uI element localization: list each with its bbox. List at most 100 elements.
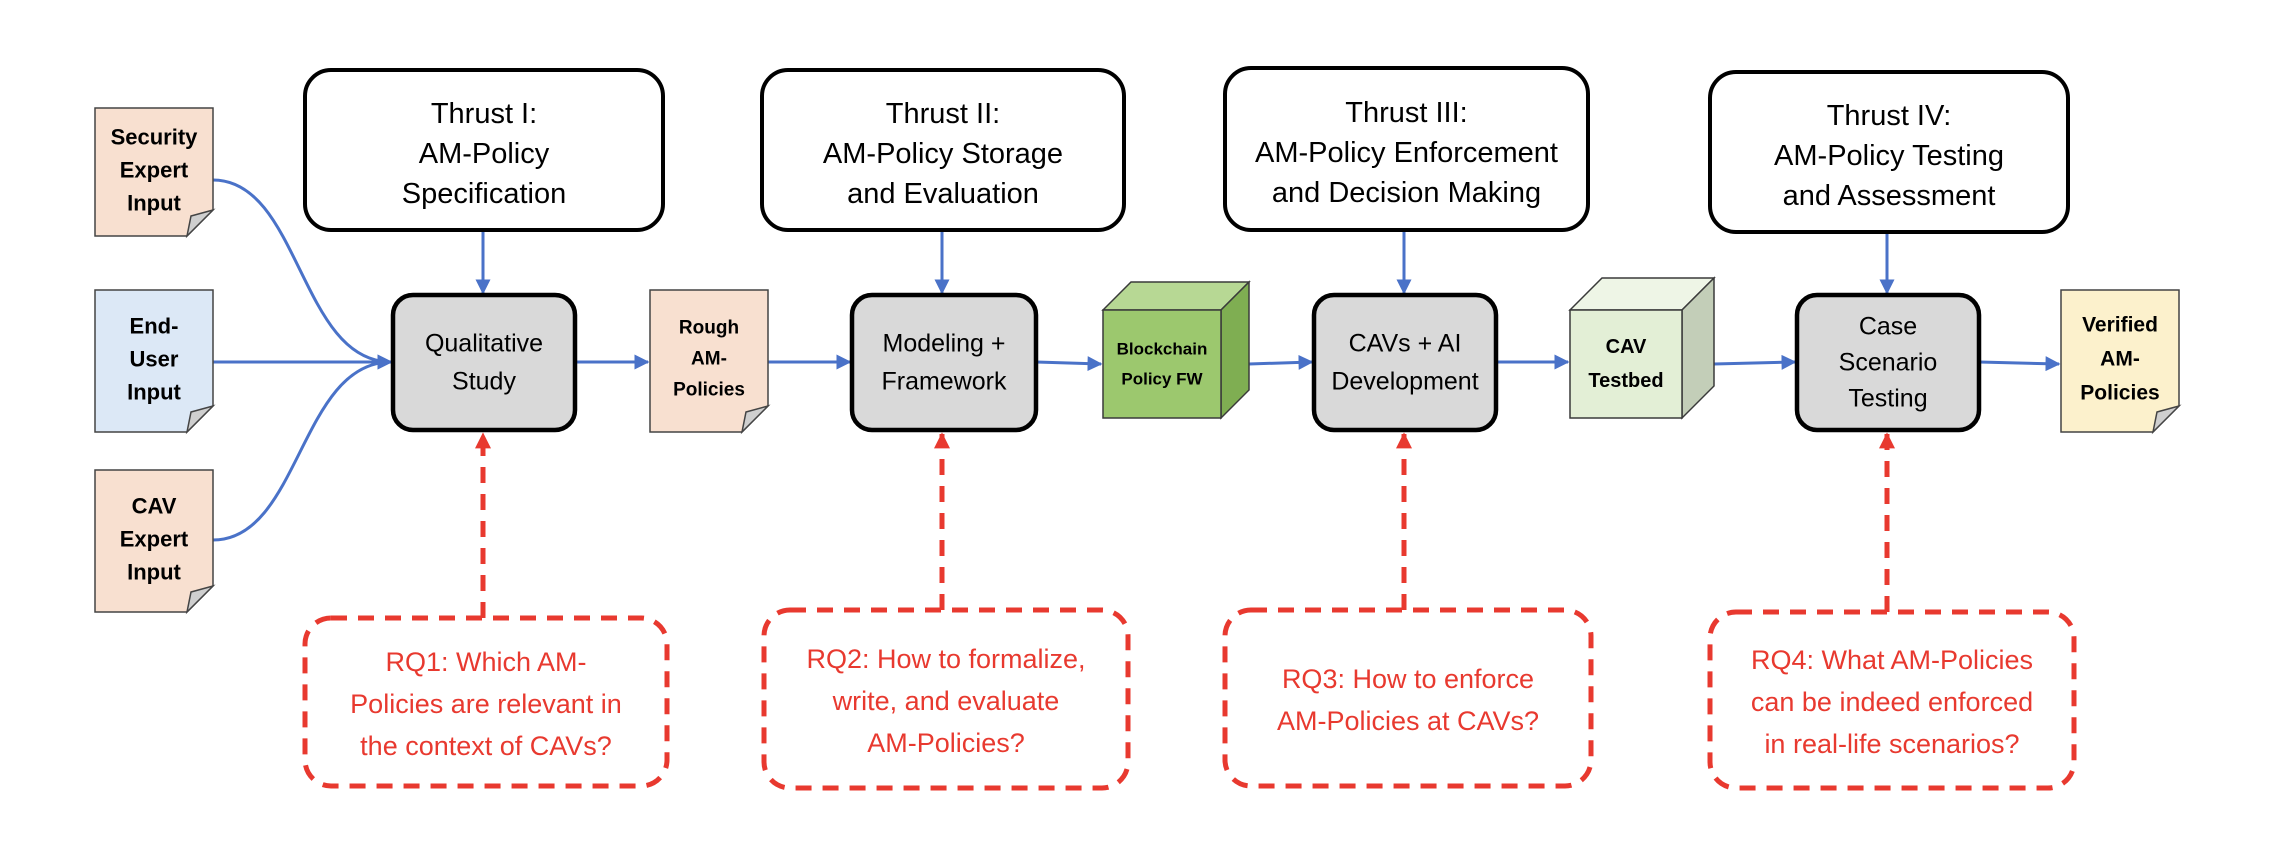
thrust-box-label-line: Thrust II: (886, 98, 1000, 130)
connector-layer (212, 178, 2061, 618)
thrust-box-frame (1223, 66, 1590, 232)
artifact-label-line: CAV (1606, 336, 1647, 358)
thrust-box-label-line: AM-Policy Storage (823, 138, 1063, 170)
artifact-label-line: Testbed (1588, 370, 1663, 392)
process-box-label-line: Qualitative (425, 330, 543, 358)
artifact-label-line: AM- (691, 349, 727, 370)
thrust-box-frame (760, 68, 1126, 232)
artifact-3: CAV Testbed (1568, 276, 1716, 420)
input-to-study-arrow (212, 178, 393, 370)
process-box-frame (390, 292, 578, 433)
input-document-label-line: Input (127, 380, 181, 405)
research-question-frame (761, 607, 1131, 791)
process-box-label-line: Case (1859, 313, 1917, 341)
research-question-label: RQ2: How to formalize,write, and evaluat… (806, 644, 1085, 758)
process-box-label-line: CAVs + AI (1349, 330, 1462, 358)
research-question-label-line: in real-life scenarios? (1764, 729, 2019, 759)
process-box-label-line: Testing (1848, 385, 1927, 413)
process-box-label-line: Modeling + (883, 330, 1006, 358)
research-question-frame (1222, 607, 1594, 789)
thrust-box-label-line: and Decision Making (1272, 177, 1541, 209)
artifact-cube-shape-front (1102, 309, 1222, 419)
artifact-label-line: Verified (2082, 314, 2158, 337)
artifact-label-line: Policy FW (1121, 370, 1203, 389)
research-question-1: RQ1: Which AM-Policies are relevant inth… (302, 615, 670, 789)
research-question-label-line: the context of CAVs? (360, 731, 612, 761)
research-question-label-line: write, and evaluate (832, 686, 1060, 716)
research-question-frame (1707, 609, 2077, 791)
thrust-box-label-line: and Evaluation (847, 178, 1039, 210)
input-document-label-line: Input (127, 560, 181, 585)
thrust-box-frame (1708, 70, 2070, 234)
process-box-frame (1311, 292, 1499, 433)
thrust-box-label-line: AM-Policy (419, 138, 550, 170)
research-question-label: RQ1: Which AM-Policies are relevant inth… (350, 647, 622, 761)
process-box-frame (849, 292, 1039, 433)
pipeline-arrow (1248, 354, 1314, 370)
input-document-label-line: Expert (120, 158, 189, 183)
input-document-shape (94, 107, 216, 239)
research-question-label-line: AM-Policies at CAVs? (1277, 706, 1539, 736)
input-document-shape (94, 469, 216, 615)
shape-layer: SecurityExpertInputEnd-UserInputCAVExper… (94, 66, 2182, 791)
input-document-label-line: Input (127, 191, 181, 216)
process-box-2: Modeling + Framework (849, 292, 1039, 433)
research-question-2: RQ2: How to formalize,write, and evaluat… (761, 607, 1131, 791)
artifact-document-shape (2060, 289, 2182, 435)
pipeline-arrow (1713, 354, 1797, 370)
process-box-label-line: Scenario (1839, 349, 1938, 377)
artifact-document-shape-fold (2151, 404, 2182, 435)
thrust-box-label-line: Specification (402, 178, 566, 210)
input-document-shape-fold (185, 208, 216, 239)
process-box-label-line: Framework (881, 368, 1007, 396)
input-document-label-line: Security (111, 125, 199, 150)
process-box-frame (1794, 292, 1982, 433)
thrust-box-label-line: AM-Policy Enforcement (1255, 137, 1558, 169)
research-question-label-line: RQ1: Which AM- (385, 647, 586, 677)
research-question-frame (302, 615, 670, 789)
artifact-label-line: Blockchain (1117, 340, 1208, 359)
thrust-box-label: Thrust II: AM-Policy Storage and Evaluatio… (823, 98, 1063, 210)
input-document-shape (94, 289, 216, 435)
thrust-box-label-line: Thrust I: (431, 98, 537, 130)
thrust-box-label-line: AM-Policy Testing (1774, 140, 2004, 172)
thrust-box-2: Thrust II: AM-Policy Storage and Evaluatio… (760, 68, 1126, 232)
pipeline-arrow (1035, 356, 1103, 372)
artifact-cube-shape (1101, 280, 1251, 420)
artifact-label-line: Policies (2080, 382, 2159, 405)
research-question-label-line: RQ4: What AM-Policies (1751, 645, 2033, 675)
artifact-label-line: AM- (2100, 348, 2140, 371)
process-box-label: Modeling + Framework (881, 330, 1007, 396)
thrust-box-label-line: and Assessment (1783, 180, 1996, 212)
input-to-study-arrow (212, 354, 393, 542)
thrust-box-frame (303, 68, 665, 232)
artifact-cube-shape (1568, 276, 1716, 420)
input-document-label-line: Expert (120, 527, 189, 552)
research-question-label-line: RQ3: How to enforce (1282, 664, 1534, 694)
